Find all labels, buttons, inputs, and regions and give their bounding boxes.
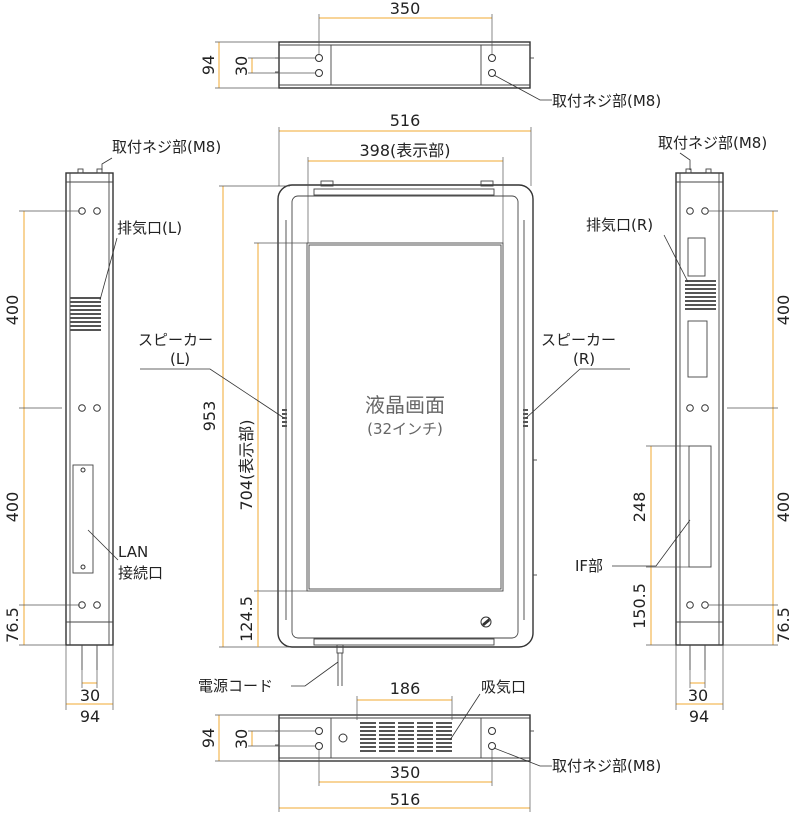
dim-front-398: 398(表示部) [359,141,450,160]
dim-front-124: 124.5 [237,596,256,642]
lcd-screen [306,242,504,592]
screw-icon [686,207,709,609]
dim-right-94: 94 [689,707,709,726]
dim-left-94: 94 [80,707,100,726]
label-mount-screw-left: 取付ネジ部(M8) [112,138,221,156]
left-side-view: 400 400 76.5 30 94 取付ネジ部(M8) 排気口(L) LAN … [3,138,221,726]
screw-icon [315,54,496,77]
front-view: 液晶画面 (32インチ) 516 398(表示部) 953 704(表示部) 1… [138,111,630,695]
if-panel [688,445,712,568]
dim-bottom-30: 30 [232,729,251,749]
dim-left-400-upper: 400 [3,295,22,326]
dim-top-350: 350 [390,0,421,18]
dim-front-953: 953 [200,401,219,432]
dim-front-704: 704(表示部) [237,419,256,510]
lcd-title: 液晶画面 [365,393,445,417]
label-speaker-right-1: スピーカー [541,331,616,349]
dim-top-94: 94 [199,55,218,75]
intake-vent [360,722,452,752]
dim-right-30: 30 [688,686,708,705]
screw-icon [315,727,496,750]
label-lan-1: LAN [118,543,148,561]
top-view: 350 94 30 取付ネジ部(M8) [199,0,661,110]
speaker-right [523,409,528,427]
label-intake: 吸気口 [481,678,526,696]
label-speaker-right-2: (R) [573,350,595,368]
screw-icon [78,207,101,609]
label-exhaust-right: 排気口(R) [586,216,653,234]
label-mount-screw-right: 取付ネジ部(M8) [658,134,767,152]
dim-right-400-lower: 400 [774,492,793,523]
dim-right-150: 150.5 [630,583,649,629]
dim-right-76: 76.5 [774,607,793,643]
exhaust-vent-left [70,297,101,331]
dim-top-30: 30 [232,56,251,76]
label-lan-2: 接続口 [118,564,163,582]
label-exhaust-left: 排気口(L) [117,219,182,237]
label-mount-screw-bottom: 取付ネジ部(M8) [552,757,661,775]
dim-bottom-516: 516 [390,790,421,809]
exhaust-vent-right [685,280,716,310]
dim-right-248: 248 [630,492,649,523]
dim-bottom-350: 350 [390,763,421,782]
dim-left-400-lower: 400 [3,492,22,523]
bottom-view: 186 94 30 350 516 吸気口 取付ネジ部(M8) [199,678,661,812]
speaker-left [282,409,287,427]
lan-port [72,464,94,574]
lcd-size: (32インチ) [367,420,443,438]
dim-left-76: 76.5 [3,607,22,643]
label-power-cord: 電源コード [198,677,273,695]
logo-icon [480,616,492,628]
dim-left-30: 30 [80,686,100,705]
label-speaker-left-2: (L) [170,350,190,368]
dim-right-400-upper: 400 [774,295,793,326]
right-side-view: 400 400 76.5 248 150.5 30 94 取付ネジ部(M8) 排… [575,134,793,726]
dim-front-516: 516 [390,111,421,130]
label-if-part: IF部 [575,557,603,575]
dim-bottom-186: 186 [390,679,421,698]
label-speaker-left-1: スピーカー [138,331,213,349]
label-mount-screw-top: 取付ネジ部(M8) [552,92,661,110]
dim-bottom-94: 94 [199,728,218,748]
